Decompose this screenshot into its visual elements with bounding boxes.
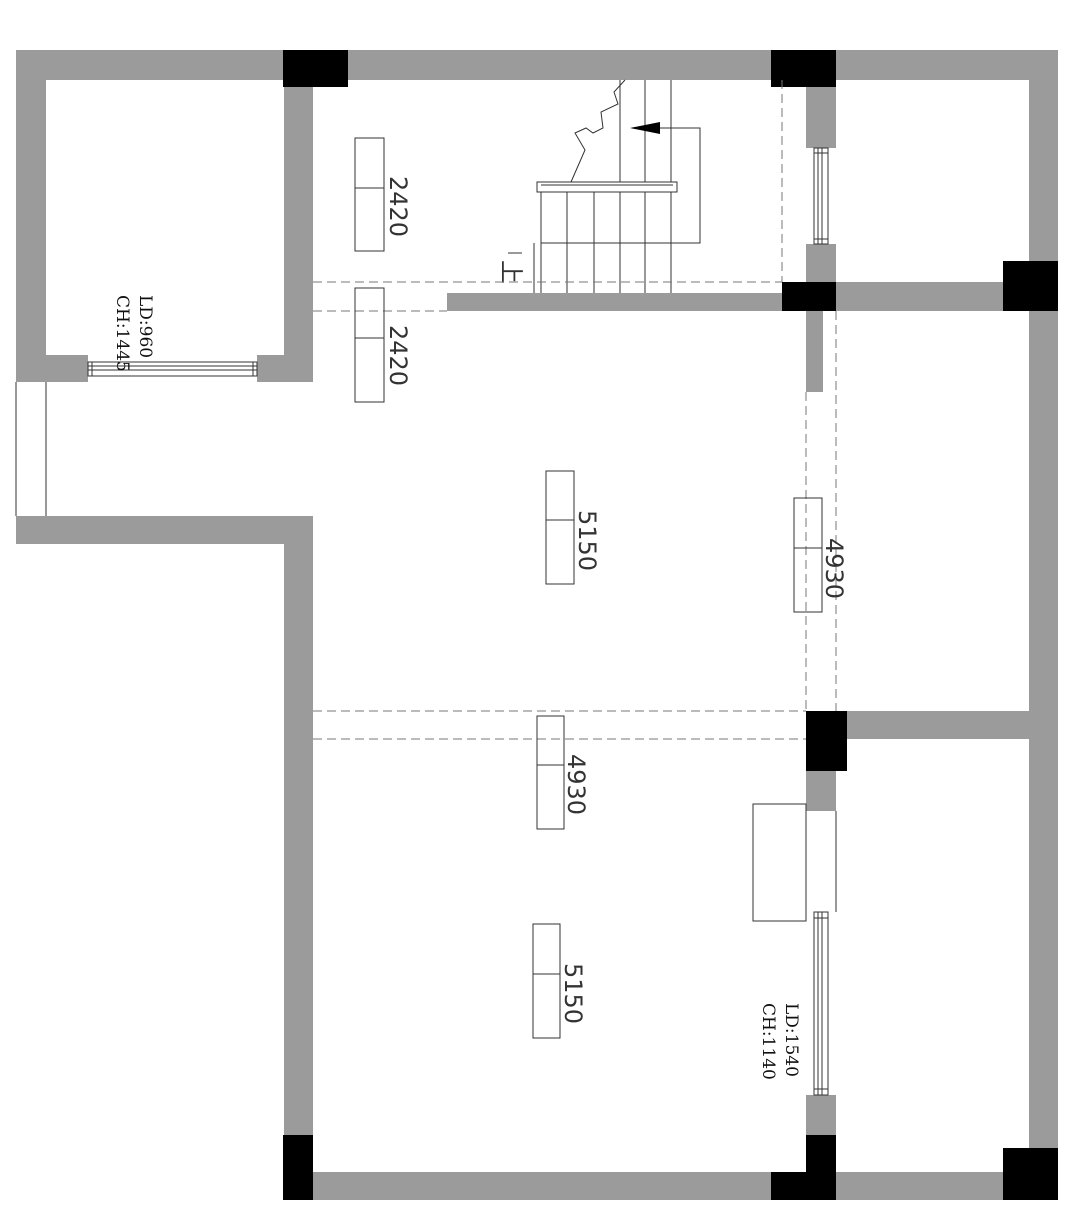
watermark: 住小帮@高品新至装饰 [28,1174,158,1190]
wall-right [1029,50,1058,1200]
columns [283,50,1058,1200]
window-left [87,361,258,377]
height-tag-lower-left: 2420 [354,287,412,403]
beam-lines [313,80,837,740]
height-tag-upper-left: 2420 [354,137,412,252]
stair-up-label: 上 [497,260,525,284]
height-tag-main-upper: 5150 [545,470,601,585]
column [806,1135,836,1200]
column [283,1135,313,1200]
window-right-lower [813,911,829,1096]
wall-left-lower [284,516,313,1200]
window-left-ld: LD:960 [135,295,155,358]
height-label: 5150 [559,963,587,1024]
window-right-ch: CH:1140 [758,1003,778,1080]
column [806,711,847,771]
window-left-ch: CH:1445 [112,295,132,372]
staircase [508,79,701,293]
wall-room-bottom-left [16,355,88,382]
wall-left-upper [16,50,46,382]
height-tag-main-lower: 5150 [532,923,587,1039]
door-right-lower [752,803,837,922]
wall-right-lower-divider [806,711,1058,739]
height-label: 4930 [820,538,848,599]
window-right-upper [813,147,829,245]
height-label: 4930 [562,754,590,815]
height-tag-corridor: 4930 [793,497,848,613]
wall-partition-upper [284,50,313,382]
window-right-ld: LD:1540 [781,1003,801,1077]
wall-right-inner-top [806,80,836,148]
left-opening [15,382,47,516]
column [771,50,836,87]
height-label: 2420 [384,325,412,386]
height-label: 5150 [573,510,601,571]
column [782,282,836,311]
column [1003,261,1058,311]
wall-stair-landing [447,293,790,311]
walls [16,50,1058,1200]
wall-right-inner-mid [806,244,836,286]
wall-top [16,50,1058,80]
wall-stub [806,311,823,392]
height-label: 2420 [384,176,412,237]
wall-bottom [284,1172,1058,1200]
height-tag-main-middle: 4930 [536,715,590,830]
column [283,50,348,87]
column [1003,1148,1058,1200]
wall-middle-left [16,516,313,544]
